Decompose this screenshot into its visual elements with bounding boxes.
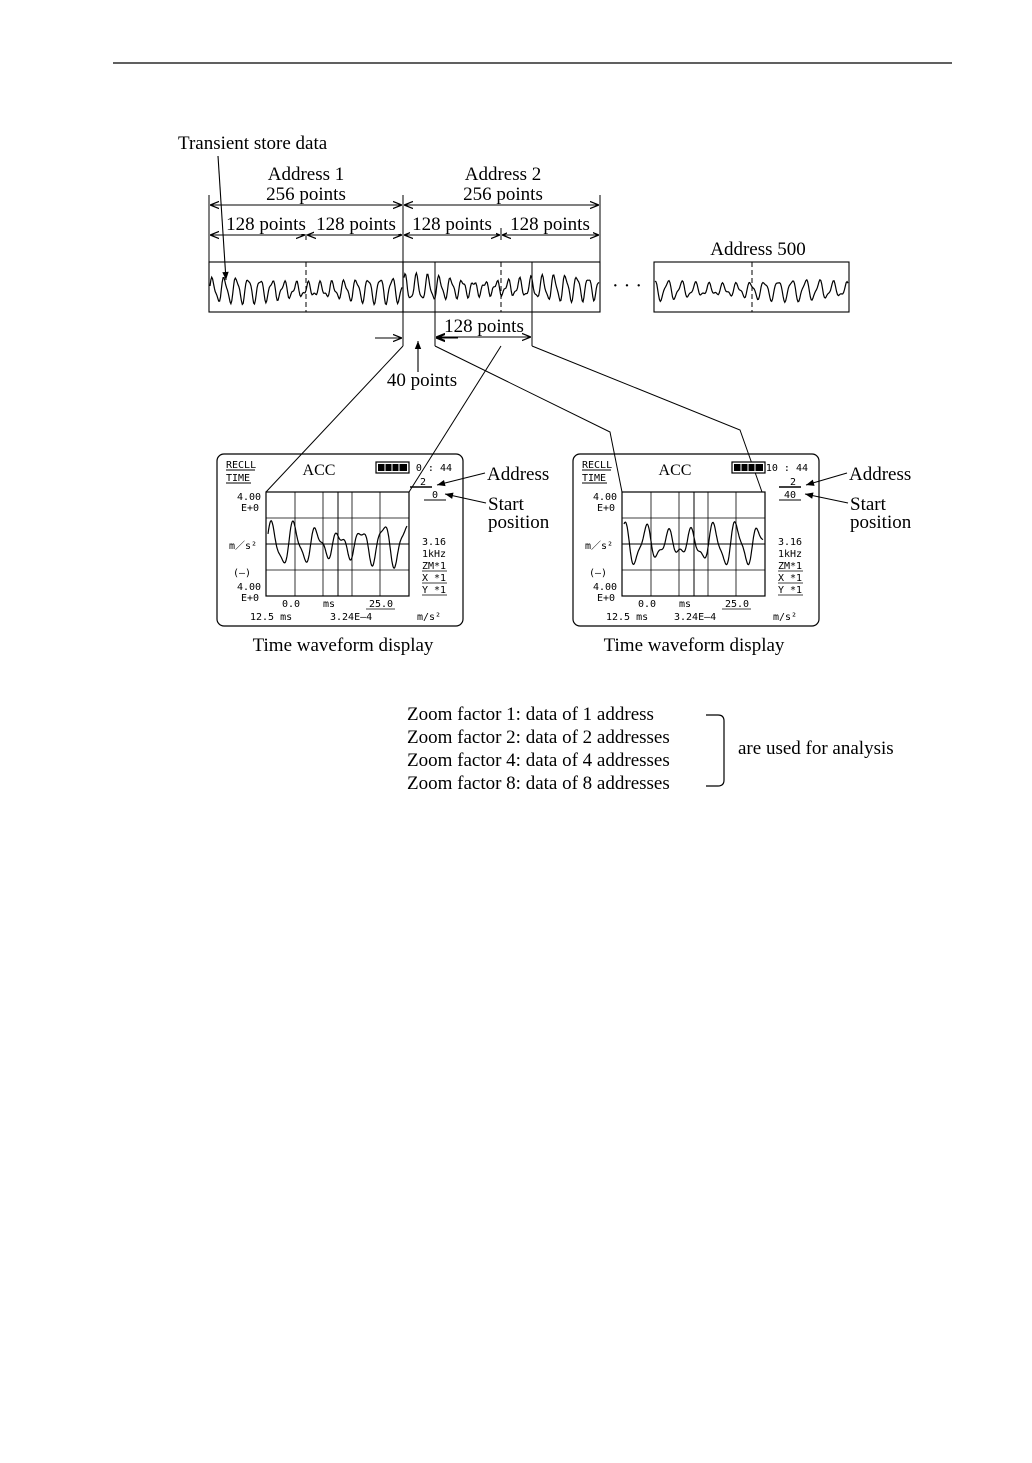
plot-grid: [621, 491, 766, 597]
mode-label-bottom: TIME: [226, 473, 250, 484]
address2-title: Address 2: [465, 164, 542, 185]
x-start-label: 0.0: [282, 599, 300, 610]
readout-1: 3.16: [778, 537, 802, 548]
zoom-brace: [706, 714, 725, 787]
y-bottom-exponent: E+0: [597, 593, 615, 604]
address1-points: 256 points: [266, 184, 346, 205]
start-annotation-line2: position: [488, 512, 550, 533]
y-top-exponent: E+0: [241, 503, 259, 514]
transient-store-pointer: [217, 155, 229, 281]
zoom-summary: are used for analysis: [738, 738, 894, 759]
address2-half-b-label: 128 points: [510, 214, 590, 235]
time-waveform-display-2: RECLL TIME ACC 10 : 44 2 40 4.00 E+0 m／s…: [572, 453, 912, 656]
address-value: 2: [420, 477, 426, 488]
y-unit: m／s²: [585, 540, 613, 552]
window-extension-lines: [402, 312, 533, 346]
readout-2: 1kHz: [778, 549, 802, 560]
address1-waveform: [209, 275, 403, 307]
zoom-note-1: Zoom factor 1: data of 1 address: [407, 704, 654, 725]
clock-readout: 10 : 44: [766, 463, 808, 474]
zoom-note-4: Zoom factor 8: data of 8 addresses: [407, 773, 670, 794]
address-value: 2: [790, 477, 796, 488]
address-pointer: [805, 472, 848, 486]
address-pointer: [436, 472, 486, 487]
x-scale-readout: X *1: [778, 573, 802, 584]
battery-icon: [375, 461, 410, 474]
time-waveform-trace: [623, 521, 764, 566]
address500-title: Address 500: [710, 239, 806, 260]
address2-waveform: [403, 271, 600, 305]
address500-waveform: [654, 278, 849, 304]
address1-title: Address 1: [268, 164, 345, 185]
address1-half-b-label: 128 points: [316, 214, 396, 235]
transient-store-label: Transient store data: [178, 133, 328, 154]
start-annotation-line1: Start: [850, 494, 887, 515]
display-caption: Time waveform display: [253, 635, 434, 656]
y-top-value: 4.00: [593, 492, 617, 503]
zoom-note-3: Zoom factor 4: data of 4 addresses: [407, 750, 670, 771]
y-bottom-exponent: E+0: [241, 593, 259, 604]
projection-lines: [265, 345, 763, 493]
display-frame: [216, 453, 464, 627]
channel-label: ACC: [303, 462, 336, 479]
display-caption: Time waveform display: [604, 635, 785, 656]
zoom-readout: ZM*1: [778, 561, 802, 572]
offset-label: 40 points: [387, 370, 457, 391]
y-scale-readout: Y *1: [778, 585, 802, 596]
zoom-readout: ZM*1: [422, 561, 446, 572]
start-value: 0: [432, 490, 438, 501]
x-unit-label: ms: [323, 599, 335, 610]
start-value: 40: [784, 490, 796, 501]
clock-readout: 0 : 44: [416, 463, 452, 474]
start-pointer: [444, 492, 487, 504]
x-start-label: 0.0: [638, 599, 656, 610]
footer-value: 3.24E–4: [674, 612, 716, 623]
plot-grid: [265, 491, 410, 597]
start-pointer: [804, 492, 849, 504]
y-unit: m／s²: [229, 540, 257, 552]
readout-2: 1kHz: [422, 549, 446, 560]
zoom-factor-notes: Zoom factor 1: data of 1 address Zoom fa…: [407, 704, 894, 794]
address1-half-a-label: 128 points: [226, 214, 306, 235]
mode-label-top: RECLL: [226, 460, 256, 471]
y-top-exponent: E+0: [597, 503, 615, 514]
start-annotation-line2: position: [850, 512, 912, 533]
y-top-value: 4.00: [237, 492, 261, 503]
y-sign: (–): [233, 568, 251, 579]
mode-label-top: RECLL: [582, 460, 612, 471]
footer-value: 3.24E–4: [330, 612, 372, 623]
x-unit-label: ms: [679, 599, 691, 610]
readout-1: 3.16: [422, 537, 446, 548]
time-waveform-trace: [267, 519, 408, 569]
footer-time-span: 12.5 ms: [250, 612, 292, 623]
address2-half-a-label: 128 points: [412, 214, 492, 235]
zoom-note-2: Zoom factor 2: data of 2 addresses: [407, 727, 670, 748]
y-scale-readout: Y *1: [422, 585, 446, 596]
address2-points: 256 points: [463, 184, 543, 205]
x-scale-readout: X *1: [422, 573, 446, 584]
battery-icon: [731, 461, 766, 474]
footer-time-span: 12.5 ms: [606, 612, 648, 623]
start-annotation-line1: Start: [488, 494, 525, 515]
time-waveform-display-1: RECLL TIME ACC 0 : 44 2 0 4.00 E+0 m／s² …: [216, 453, 550, 656]
y-bottom-value: 4.00: [593, 582, 617, 593]
mode-label-bottom: TIME: [582, 473, 606, 484]
window-span-label: 128 points: [444, 316, 524, 337]
footer-unit: m/s²: [417, 612, 441, 623]
x-end-label: 25.0: [369, 599, 393, 610]
display-frame: [572, 453, 820, 627]
ellipsis: · · ·: [612, 275, 642, 297]
channel-label: ACC: [659, 462, 692, 479]
address-annotation: Address: [849, 464, 911, 485]
footer-unit: m/s²: [773, 612, 797, 623]
x-end-label: 25.0: [725, 599, 749, 610]
address-annotation: Address: [487, 464, 549, 485]
y-bottom-value: 4.00: [237, 582, 261, 593]
y-sign: (–): [589, 568, 607, 579]
